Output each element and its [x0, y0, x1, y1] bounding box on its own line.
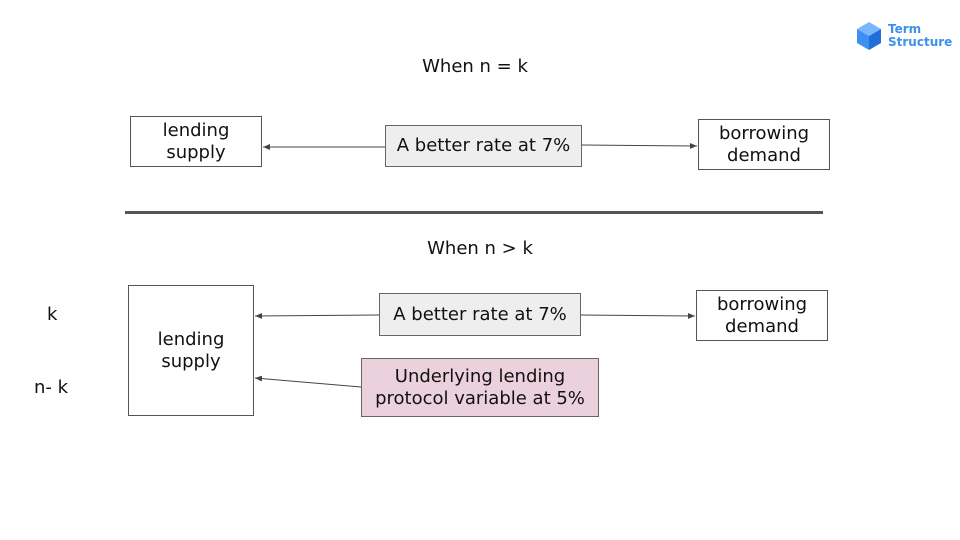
- top-borrowing-demand-box: borrowing demand: [698, 119, 830, 170]
- label-n-minus-k: n- k: [34, 377, 69, 398]
- bottom-rate-box: A better rate at 7%: [379, 293, 581, 336]
- arrow-top-to-borrowing: [581, 142, 698, 149]
- underlying-protocol-box: Underlying lending protocol variable at …: [361, 358, 599, 417]
- cube-icon: [857, 22, 881, 50]
- bottom-heading: When n > k: [427, 238, 533, 259]
- term-structure-logo: Term Structure: [856, 21, 952, 51]
- arrow-underlying-to-lending: [254, 375, 362, 388]
- logo-line-1: Term: [888, 22, 922, 36]
- label-k: k: [47, 304, 58, 325]
- logo-text: Term Structure: [888, 23, 952, 49]
- section-divider: [125, 211, 823, 214]
- top-rate-box: A better rate at 7%: [385, 125, 582, 167]
- arrow-bottom-to-borrowing: [580, 312, 696, 319]
- top-heading: When n = k: [422, 56, 528, 77]
- bottom-borrowing-demand-box: borrowing demand: [696, 290, 828, 341]
- bottom-lending-supply-box: lending supply: [128, 285, 254, 416]
- arrow-bottom-to-lending: [254, 312, 380, 319]
- logo-line-2: Structure: [888, 35, 953, 49]
- top-lending-supply-box: lending supply: [130, 116, 262, 167]
